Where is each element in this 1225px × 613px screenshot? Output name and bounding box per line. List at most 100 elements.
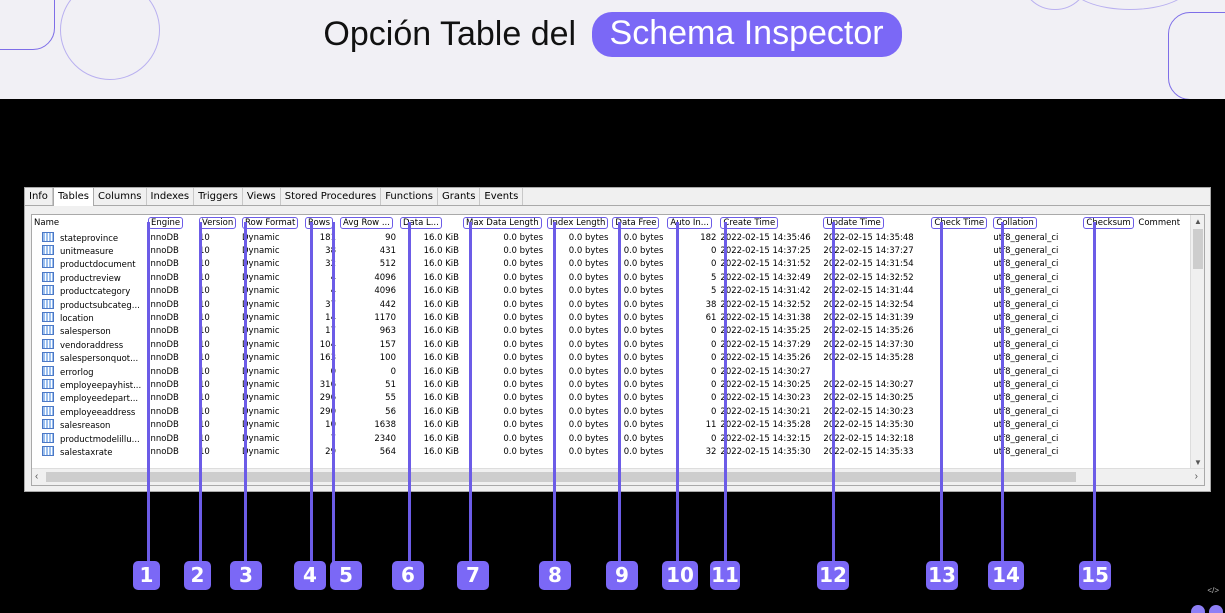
annotation-line	[1093, 222, 1096, 564]
column-header[interactable]: Comment	[1136, 215, 1183, 231]
table-icon	[42, 432, 54, 443]
table-icon	[42, 338, 54, 349]
column-header[interactable]: Checksum	[1081, 215, 1137, 231]
table-cell: 0.0 bytes	[568, 420, 609, 431]
table-cell: 0.0 bytes	[623, 259, 664, 270]
column-header[interactable]: Collation	[991, 215, 1082, 231]
table-cell: 55	[385, 393, 396, 404]
column-header[interactable]: Auto In...	[665, 215, 719, 231]
table-cell: 16.0 KiB	[423, 299, 459, 310]
table-name: stateprovince	[60, 233, 119, 244]
decorative-dots	[1191, 605, 1225, 613]
column-header[interactable]: Create Time	[718, 215, 822, 231]
table-cell: 16.0 KiB	[423, 353, 459, 364]
table-cell: 0.0 bytes	[568, 379, 609, 390]
table-cell: 10	[199, 353, 210, 364]
annotation-line	[1001, 222, 1004, 564]
scroll-thumb[interactable]	[46, 472, 1076, 482]
table-cell: Dynamic	[242, 433, 280, 444]
tab-functions[interactable]: Functions	[381, 188, 438, 205]
table-cell: 2022-02-15 14:37:25	[720, 246, 811, 257]
decorative-frame	[1168, 12, 1225, 99]
scroll-left-icon[interactable]: ‹	[35, 471, 39, 482]
column-header[interactable]: Avg Row ...	[338, 215, 398, 231]
column-header[interactable]: Max Data Length	[461, 215, 545, 231]
table-cell	[1136, 445, 1182, 458]
tab-grants[interactable]: Grants	[438, 188, 481, 205]
table-cell: 16.0 KiB	[423, 326, 459, 337]
column-header[interactable]: Check Time	[929, 215, 992, 231]
table-cell: 0.0 bytes	[503, 379, 543, 390]
table-row[interactable]: productcategoryInnoDB10Dynamic4409616.0 …	[32, 285, 1182, 298]
table-cell: 0	[711, 353, 717, 364]
table-cell: 0.0 bytes	[623, 433, 664, 444]
column-header[interactable]: Data Free	[610, 215, 666, 231]
column-header[interactable]: Data L...	[398, 215, 461, 231]
table-cell: InnoDB	[148, 232, 179, 243]
table-cell: 0	[711, 393, 717, 404]
page-title: Opción Table del Schema Inspector	[0, 12, 1225, 57]
column-header[interactable]: Update Time	[821, 215, 930, 231]
tab-stored-procedures[interactable]: Stored Procedures	[281, 188, 382, 205]
table-cell: 2340	[374, 433, 396, 444]
column-header[interactable]: Name	[32, 215, 146, 231]
table-cell	[929, 244, 991, 257]
table-cell: 16.0 KiB	[423, 232, 459, 243]
tab-info[interactable]: Info	[25, 188, 53, 205]
scroll-down-icon[interactable]: ▼	[1194, 458, 1202, 467]
tab-events[interactable]: Events	[480, 188, 524, 205]
table-cell: utf8_general_ci	[993, 259, 1059, 270]
column-header[interactable]: Row Format	[240, 215, 303, 231]
table-cell: 10	[199, 393, 210, 404]
tab-indexes[interactable]: Indexes	[147, 188, 195, 205]
table-cell: 0.0 bytes	[623, 393, 664, 404]
table-row[interactable]: productreviewInnoDB10Dynamic4409616.0 Ki…	[32, 271, 1182, 284]
annotation-line	[310, 222, 313, 564]
tab-columns[interactable]: Columns	[94, 188, 147, 205]
table-cell: 10	[199, 366, 210, 377]
table-cell: 10	[199, 420, 210, 431]
scroll-thumb[interactable]	[1193, 229, 1203, 269]
table-cell: 182	[700, 232, 717, 243]
tab-views[interactable]: Views	[243, 188, 281, 205]
table-row[interactable]: productmodelillu...InnoDB10Dynamic723401…	[32, 432, 1182, 445]
scroll-right-icon[interactable]: ›	[1194, 471, 1198, 482]
column-header[interactable]: Engine	[146, 215, 197, 231]
table-cell: Dynamic	[242, 299, 280, 310]
column-header[interactable]: Version	[197, 215, 240, 231]
vertical-scrollbar[interactable]: ▲ ▼	[1190, 215, 1204, 469]
table-cell: 0.0 bytes	[623, 232, 664, 243]
table-cell: 0.0 bytes	[623, 313, 664, 324]
table-cell: 16.0 KiB	[423, 246, 459, 257]
table-cell: Dynamic	[242, 272, 280, 283]
table-cell: Dynamic	[242, 339, 280, 350]
column-header[interactable]: Index Length	[545, 215, 611, 231]
tab-tables[interactable]: Tables	[52, 187, 95, 206]
decorative-circle	[1070, 0, 1190, 10]
table-name-cell: salesperson	[32, 325, 146, 338]
column-header-label: Version	[199, 217, 237, 229]
table-icon	[42, 285, 54, 296]
tab-triggers[interactable]: Triggers	[194, 188, 243, 205]
table-cell: 17	[325, 326, 336, 337]
scroll-up-icon[interactable]: ▲	[1194, 217, 1202, 226]
table-cell: 16.0 KiB	[423, 272, 459, 283]
table-cell: 2022-02-15 14:35:48	[823, 232, 914, 243]
table-cell	[1081, 432, 1136, 445]
annotation-badge: 7	[457, 561, 489, 590]
table-name: productmodelillu...	[60, 434, 140, 445]
